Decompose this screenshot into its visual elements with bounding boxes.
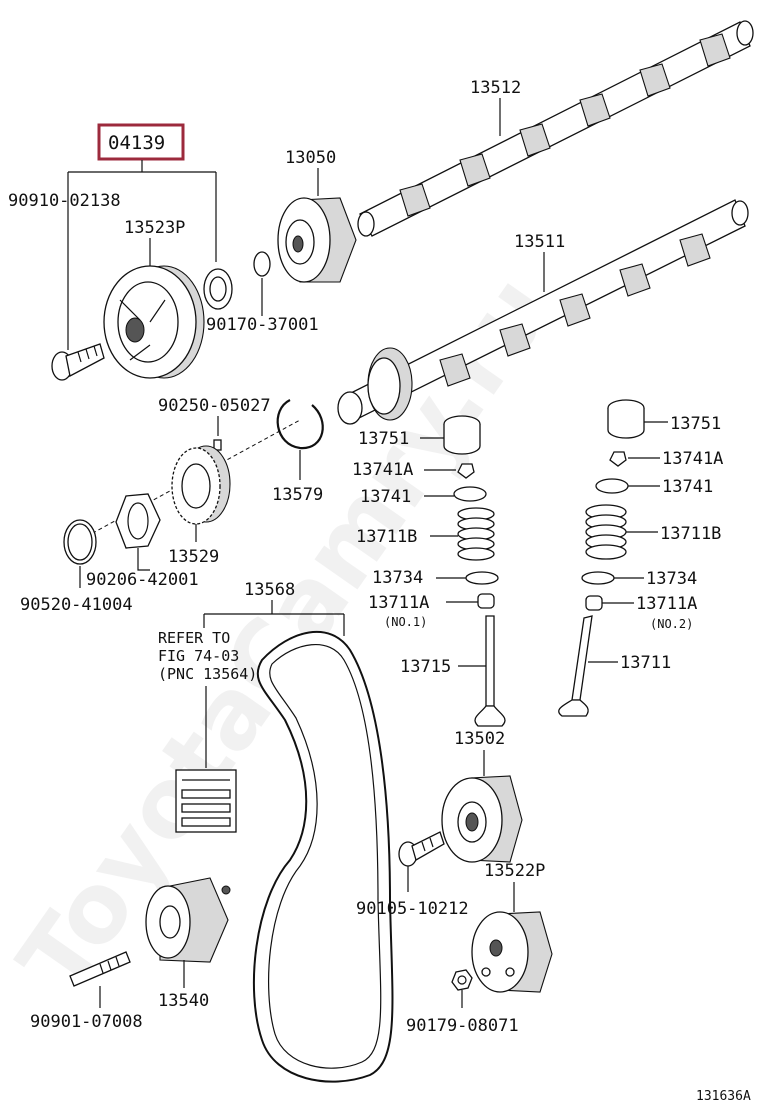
part-label-90250-05027[interactable]: 90250-05027 (158, 396, 271, 416)
part-label-13529[interactable]: 13529 (168, 547, 219, 567)
gear-13529 (171, 445, 231, 525)
part-label-13711A-a[interactable]: 13711A (368, 593, 429, 613)
part-label-90910-02138[interactable]: 90910-02138 (8, 191, 121, 211)
part-label-13711[interactable]: 13711 (620, 653, 671, 673)
part-label-13502[interactable]: 13502 (454, 729, 505, 749)
part-label-13523P[interactable]: 13523P (124, 218, 185, 238)
bolt-90910-02138 (51, 343, 105, 381)
camshaft-13511 (337, 199, 749, 425)
nut-90179-08071 (451, 969, 473, 991)
part-label-90170-37001[interactable]: 90170-37001 (206, 315, 319, 335)
camshaft-pulley-13523P (103, 265, 205, 379)
valve-13715 (474, 615, 506, 727)
part-label-90179-08071[interactable]: 90179-08071 (406, 1016, 519, 1036)
snap-ring-13579 (276, 399, 324, 450)
tensioner-13540 (145, 877, 231, 963)
bracket-04139 (67, 160, 217, 350)
oil-seal-90170-37001 (203, 268, 233, 310)
retainer-13741-left (453, 486, 487, 502)
seal-13711A-right (585, 595, 603, 611)
plate-washer-90206-42001 (115, 493, 161, 549)
part-label-13050[interactable]: 13050 (285, 148, 336, 168)
part-label-13512[interactable]: 13512 (470, 78, 521, 98)
valve-spring-13711B-left (457, 507, 495, 561)
seal-13711A-left (477, 593, 495, 609)
vvt-gear-13050 (277, 197, 357, 283)
bolt-90105-10212 (398, 831, 445, 867)
timing-belt-13568 (252, 631, 394, 1083)
note-no1: (NO.1) (384, 615, 427, 629)
part-label-13711B-a[interactable]: 13711B (356, 527, 417, 547)
seat-13734-right (581, 571, 615, 585)
keeper-13741A-left (457, 463, 475, 479)
refer-note-line2: FIG 74-03 (158, 647, 239, 665)
part-label-90206-42001[interactable]: 90206-42001 (86, 570, 199, 590)
part-label-04139[interactable]: 04139 (108, 132, 165, 154)
part-label-13579[interactable]: 13579 (272, 485, 323, 505)
refer-note-line1: REFER TO (158, 629, 230, 647)
part-label-13711A-b[interactable]: 13711A (636, 594, 697, 614)
part-label-13568[interactable]: 13568 (244, 580, 295, 600)
valve-spring-13711B-right (585, 504, 627, 560)
leader-90206 (137, 548, 150, 571)
valve-lifter-13751-right (607, 399, 645, 439)
valve-13711 (558, 615, 593, 717)
part-label-90901-07008[interactable]: 90901-07008 (30, 1012, 143, 1032)
part-label-13522P[interactable]: 13522P (484, 861, 545, 881)
part-label-13734-a[interactable]: 13734 (372, 568, 423, 588)
valve-lifter-13751-left (443, 415, 481, 455)
part-label-13711B-b[interactable]: 13711B (660, 524, 721, 544)
highlighted-part-box[interactable] (97, 123, 185, 161)
idler-pulley-13502 (441, 775, 523, 863)
seal-ring-small (253, 251, 271, 277)
part-label-13751-b[interactable]: 13751 (670, 414, 721, 434)
bracket-13568 (203, 600, 345, 636)
retainer-13741-right (595, 478, 629, 494)
part-label-13751-a[interactable]: 13751 (358, 429, 409, 449)
part-label-90520-41004[interactable]: 90520-41004 (20, 595, 133, 615)
part-label-90105-10212[interactable]: 90105-10212 (356, 899, 469, 919)
part-label-13734-b[interactable]: 13734 (646, 569, 697, 589)
part-label-13741A-b[interactable]: 13741A (662, 449, 723, 469)
seat-13734-left (465, 571, 499, 585)
part-label-13511[interactable]: 13511 (514, 232, 565, 252)
figure-code: 131636A (696, 1089, 751, 1104)
refer-note-line3: (PNC 13564) (158, 665, 257, 683)
part-label-13741-b[interactable]: 13741 (662, 477, 713, 497)
ring-90520-41004 (63, 519, 97, 565)
keeper-13741A-right (609, 451, 627, 467)
camshaft-13512 (357, 20, 754, 237)
note-no2: (NO.2) (650, 617, 693, 631)
part-label-13715[interactable]: 13715 (400, 657, 451, 677)
stud-bolt-90901-07008 (69, 951, 131, 987)
reference-sheet-icon (175, 769, 237, 833)
part-label-13741A-a[interactable]: 13741A (352, 460, 413, 480)
part-label-13540[interactable]: 13540 (158, 991, 209, 1011)
part-label-13741-a[interactable]: 13741 (360, 487, 411, 507)
crankshaft-pulley-13522P (471, 911, 553, 993)
